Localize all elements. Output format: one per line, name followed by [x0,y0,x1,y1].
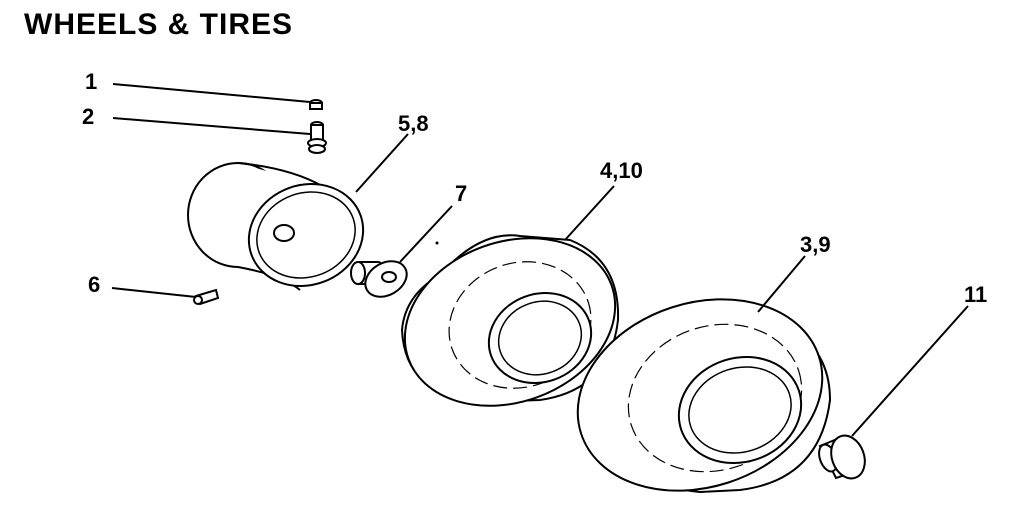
callout-3-9: 3,9 [800,232,831,257]
callout-4-10: 4,10 [600,158,643,183]
valve-stem [307,121,327,154]
callout-1: 1 [85,69,97,94]
callout-11: 11 [964,282,987,307]
callout-7: 7 [455,181,467,206]
page-title: WHEELS & TIRES [24,8,294,41]
grease-fitting [193,288,220,306]
front-tire [400,234,620,407]
wheel-rim [187,162,365,291]
callout-2: 2 [82,104,94,129]
valve-cap [309,99,323,110]
rear-tire [576,298,832,494]
flange-bushing [350,241,439,298]
leader-lines [111,83,969,437]
callout-6: 6 [88,272,100,297]
callout-5-8: 5,8 [398,111,429,136]
hub-cap [818,434,866,480]
